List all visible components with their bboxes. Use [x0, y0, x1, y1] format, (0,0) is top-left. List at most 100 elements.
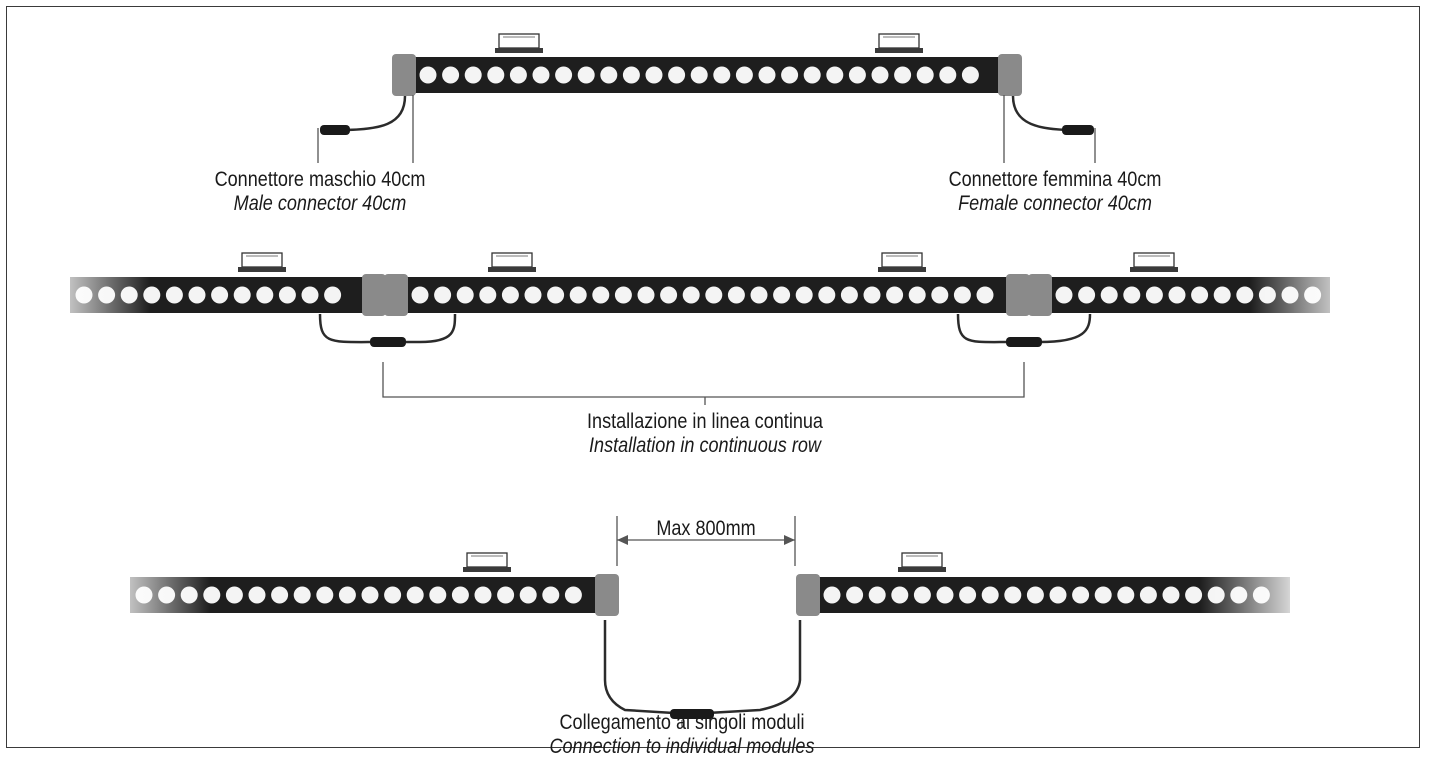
diagram-frame	[6, 6, 1420, 748]
row-bar-center-led	[750, 286, 768, 304]
module-bar-left-led	[225, 586, 243, 604]
row-bracket-2	[491, 252, 533, 268]
module-bar-left-led	[384, 586, 402, 604]
row-bar-center-led	[637, 286, 655, 304]
row-bracket-4-base	[1130, 267, 1178, 272]
row-bar-right-led	[1236, 286, 1254, 304]
top-led-bar-led	[803, 66, 821, 84]
top-led-bar-led	[939, 66, 957, 84]
module-bar-left-led	[361, 586, 379, 604]
module-bar-right-led	[891, 586, 909, 604]
row-bar-center-led	[773, 286, 791, 304]
row-bracket-3-base	[878, 267, 926, 272]
module-bar-right-led	[981, 586, 999, 604]
female-plug	[1062, 125, 1094, 135]
top-led-bar-led	[735, 66, 753, 84]
row-bar-center-led	[727, 286, 745, 304]
module-bar-right-led	[1094, 586, 1112, 604]
row-bar-left-led	[324, 286, 342, 304]
top-led-bar-led	[690, 66, 708, 84]
module-bar-right-led	[846, 586, 864, 604]
row-bar-center-led	[434, 286, 452, 304]
top-led-bar-led	[848, 66, 866, 84]
module-bar-right-led	[913, 586, 931, 604]
module-bar-left-led	[519, 586, 537, 604]
top-bracket-left	[498, 33, 540, 49]
top-led-bar-led	[600, 66, 618, 84]
row-bar-center-led	[501, 286, 519, 304]
row-bar-center-led	[569, 286, 587, 304]
row-bracket-3	[881, 252, 923, 268]
row-bar-center-led	[886, 286, 904, 304]
continuous-row-it: Installazione in linea continua	[587, 410, 823, 433]
module-bar-right-cap-left	[796, 574, 820, 616]
top-led-bar-led	[487, 66, 505, 84]
max-distance-text: Max 800mm	[656, 517, 756, 540]
module-bar-right-led	[1049, 586, 1067, 604]
row-bar-center-led	[908, 286, 926, 304]
row-bar-center-led	[456, 286, 474, 304]
continuous-bracket	[382, 362, 1025, 398]
top-led-bar-led	[622, 66, 640, 84]
row-bar-right-led	[1145, 286, 1163, 304]
row-bar-right-led	[1191, 286, 1209, 304]
module-bar-right-led	[1072, 586, 1090, 604]
module-bar-right-led	[936, 586, 954, 604]
row-bar-center-led	[818, 286, 836, 304]
module-bar-right-led	[868, 586, 886, 604]
top-led-bar-led	[826, 66, 844, 84]
row-bar-center-led	[682, 286, 700, 304]
top-bracket-right	[878, 33, 920, 49]
top-led-bar-led	[532, 66, 550, 84]
top-led-bar-led	[442, 66, 460, 84]
row-bar-left-led	[256, 286, 274, 304]
module-bar-left-led	[564, 586, 582, 604]
module-bar-left-led	[406, 586, 424, 604]
row-bar-left-led	[301, 286, 319, 304]
max-distance-label: Max 800mm	[646, 517, 766, 541]
individual-modules-en: Connection to individual modules	[549, 735, 815, 758]
row-bar-center-led	[592, 286, 610, 304]
continuous-row-en: Installation in continuous row	[589, 434, 821, 457]
row-bracket-4	[1133, 252, 1175, 268]
top-led-bar-led	[555, 66, 573, 84]
module-cable	[603, 620, 802, 716]
row-bar-center-cap-right	[1006, 274, 1030, 316]
row-bar-center-led	[840, 286, 858, 304]
row-bar-left-led	[233, 286, 251, 304]
row-bar-center-led	[705, 286, 723, 304]
female-cable	[1011, 95, 1076, 132]
individual-modules-label: Collegamento ai singoli moduli Connectio…	[549, 711, 816, 759]
row-bar-center-led	[547, 286, 565, 304]
module-bar-right-led	[1117, 586, 1135, 604]
row-bar-right-led	[1213, 286, 1231, 304]
module-bar-right-led	[1162, 586, 1180, 604]
row-bar-left-led	[188, 286, 206, 304]
row-bracket-2-base	[488, 267, 536, 272]
module-bar-left-led	[474, 586, 492, 604]
top-led-bar-led	[645, 66, 663, 84]
row-bar-center-led	[614, 286, 632, 304]
module-bar-right-led	[959, 586, 977, 604]
female-connector-en: Female connector 40cm	[958, 192, 1152, 215]
module-bar-left-led	[293, 586, 311, 604]
continuous-row-label: Installazione in linea continua Installa…	[576, 410, 834, 458]
module-bar-right-led	[1026, 586, 1044, 604]
top-led-bar-led	[464, 66, 482, 84]
row-bracket-1	[241, 252, 283, 268]
top-led-bar-led	[894, 66, 912, 84]
male-connector-it: Connettore maschio 40cm	[214, 168, 426, 191]
row-bar-center-led	[931, 286, 949, 304]
module-bar-left-led	[429, 586, 447, 604]
module-bar-left-led	[338, 586, 356, 604]
male-plug	[320, 125, 350, 135]
male-cable	[339, 95, 407, 132]
module-bar-right-led	[1004, 586, 1022, 604]
module-bar-left-led	[271, 586, 289, 604]
module-bracket-right-base	[898, 567, 946, 572]
link-plug-right	[1006, 337, 1042, 347]
top-bracket-right-base	[875, 48, 923, 53]
row-bar-right-led	[1100, 286, 1118, 304]
module-bar-left-cap-right	[595, 574, 619, 616]
